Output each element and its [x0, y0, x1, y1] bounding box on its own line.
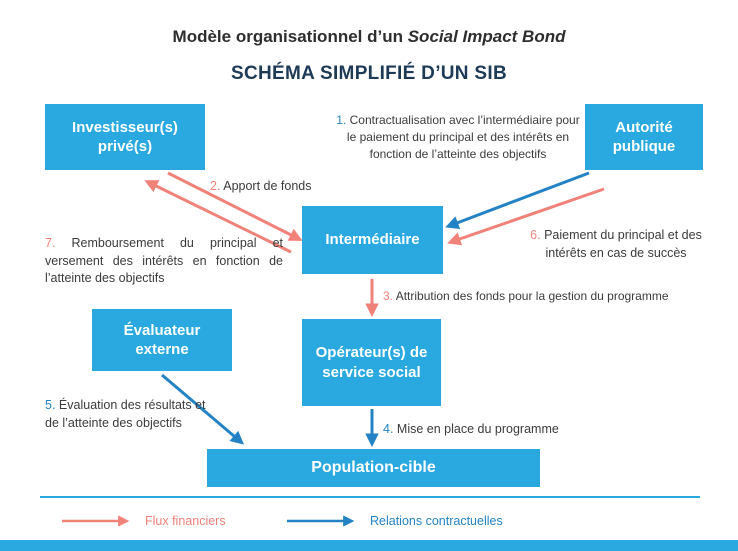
flow-label-5: 5. Évaluation des résultats et de l’atte…: [45, 397, 217, 432]
flow-label-3: 3. Attribution des fonds pour la gestion…: [383, 288, 703, 305]
flow-5-text: Évaluation des résultats et de l’atteint…: [45, 398, 206, 430]
flow-6-arrow: [447, 187, 605, 246]
flow-5-number: 5.: [45, 398, 56, 412]
legend-contractual-label: Relations contractuelles: [370, 514, 503, 528]
page-title-italic: Social Impact Bond: [407, 27, 566, 46]
node-external-evaluator: Évaluateur externe: [92, 309, 232, 371]
flow-label-6: 6. Paiement du principal et des intérêts…: [518, 227, 714, 262]
node-public-authority: Autorité publique: [585, 104, 703, 170]
flow-2-text: Apport de fonds: [223, 179, 312, 193]
flow-6-text: Paiement du principal et des intérêts en…: [544, 228, 702, 260]
node-target-population: Population-cible: [207, 449, 540, 487]
legend-financial-label: Flux financiers: [145, 514, 226, 528]
flow-7-number: 7.: [45, 236, 56, 250]
flow-2-number: 2.: [210, 179, 221, 193]
flow-3-number: 3.: [383, 289, 394, 303]
flow-7-arrow: [144, 180, 292, 254]
flow-6-number: 6.: [530, 228, 541, 242]
flow-1-number: 1.: [336, 113, 347, 127]
node-private-investors: Investisseur(s) privé(s): [45, 104, 205, 170]
page-subtitle: SCHÉMA SIMPLIFIÉ D’UN SIB: [231, 63, 507, 84]
flow-2-arrow: [167, 171, 303, 241]
bottom-accent-bar: [0, 540, 738, 551]
flow-label-7: 7. Remboursement du principal et verseme…: [45, 235, 283, 288]
flow-1-text: Contractualisation avec l’intermédiaire …: [346, 113, 580, 161]
node-intermediary: Intermédiaire: [302, 206, 443, 274]
flow-4-text: Mise en place du programme: [396, 422, 559, 436]
flow-label-1: 1. Contractualisation avec l’intermédiai…: [333, 112, 583, 162]
flow-7-text: Remboursement du principal et versement …: [45, 236, 283, 285]
flow-3-text: Attribution des fonds pour la gestion du…: [395, 289, 669, 303]
flow-label-4: 4. Mise en place du programme: [383, 421, 603, 439]
flow-label-2: 2. Apport de fonds: [210, 178, 430, 196]
page-title: Modèle organisationnel d’un Social Impac…: [0, 27, 738, 47]
legend-separator: [40, 496, 700, 498]
flow-1-arrow: [445, 171, 590, 229]
node-social-service-operator: Opérateur(s) de service social: [302, 319, 441, 406]
flow-4-number: 4.: [383, 422, 394, 436]
flow-5-arrow: [161, 373, 245, 445]
page-title-text: Modèle organisationnel d’un: [172, 27, 408, 46]
